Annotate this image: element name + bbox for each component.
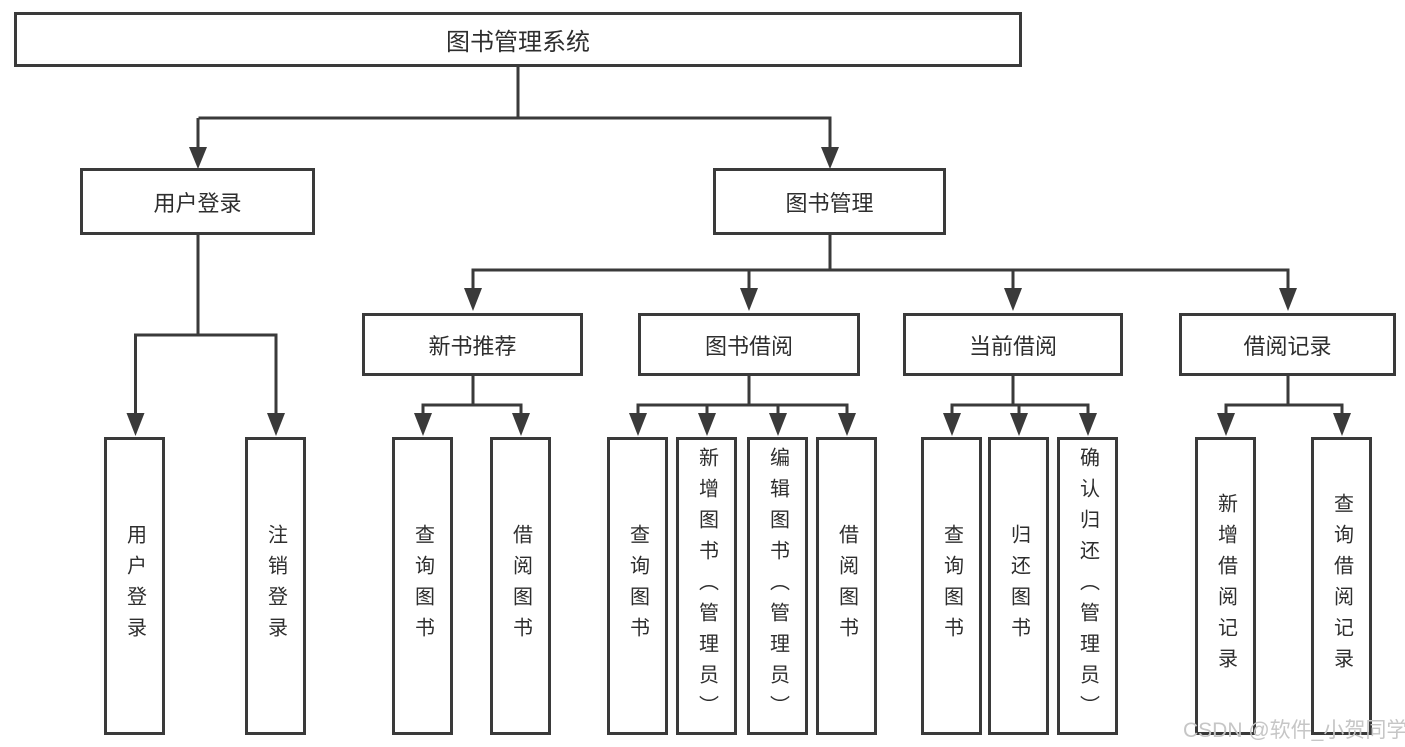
leaf-add-borrow-record: 新增借阅记录 bbox=[1195, 437, 1256, 735]
node-book-management: 图书管理 bbox=[713, 168, 946, 235]
node-book-management-label: 图书管理 bbox=[785, 190, 874, 216]
node-user-login: 用户登录 bbox=[80, 168, 315, 235]
leaf-user-login-label: 用户登录 bbox=[123, 524, 146, 648]
leaf-borrow-search-books: 查询图书 bbox=[607, 437, 668, 735]
node-new-book-recommend-label: 新书推荐 bbox=[428, 333, 517, 359]
node-new-book-recommend: 新书推荐 bbox=[362, 313, 583, 376]
leaf-borrow-borrow-books: 借阅图书 bbox=[816, 437, 877, 735]
leaf-current-search-books: 查询图书 bbox=[921, 437, 982, 735]
leaf-add-book-admin-label: 新增图书（管理员） bbox=[695, 446, 718, 726]
leaf-edit-book-admin: 编辑图书（管理员） bbox=[747, 437, 808, 735]
leaf-confirm-return-admin-label: 确认归还（管理员） bbox=[1076, 446, 1099, 726]
node-user-login-label: 用户登录 bbox=[153, 190, 242, 216]
node-current-borrow-label: 当前借阅 bbox=[968, 333, 1057, 359]
leaf-recommend-search-books: 查询图书 bbox=[392, 437, 453, 735]
leaf-logout-label: 注销登录 bbox=[264, 524, 287, 648]
leaf-add-borrow-record-label: 新增借阅记录 bbox=[1214, 493, 1237, 679]
leaf-recommend-borrow-books-label: 借阅图书 bbox=[509, 524, 532, 648]
leaf-add-book-admin: 新增图书（管理员） bbox=[676, 437, 737, 735]
node-book-borrow: 图书借阅 bbox=[638, 313, 860, 376]
leaf-logout: 注销登录 bbox=[245, 437, 306, 735]
node-current-borrow: 当前借阅 bbox=[903, 313, 1123, 376]
leaf-edit-book-admin-label: 编辑图书（管理员） bbox=[766, 446, 789, 726]
leaf-search-borrow-record-label: 查询借阅记录 bbox=[1330, 493, 1353, 679]
node-borrow-records-label: 借阅记录 bbox=[1243, 333, 1332, 359]
leaf-search-borrow-record: 查询借阅记录 bbox=[1311, 437, 1372, 735]
node-book-borrow-label: 图书借阅 bbox=[704, 333, 793, 359]
node-library-system: 图书管理系统 bbox=[14, 12, 1022, 67]
watermark: CSDN @软件_小贺同学 bbox=[1183, 719, 1405, 742]
node-borrow-records: 借阅记录 bbox=[1179, 313, 1396, 376]
leaf-return-books: 归还图书 bbox=[988, 437, 1049, 735]
leaf-borrow-search-books-label: 查询图书 bbox=[626, 524, 649, 648]
leaf-return-books-label: 归还图书 bbox=[1007, 524, 1030, 648]
leaf-user-login: 用户登录 bbox=[104, 437, 165, 735]
leaf-recommend-search-books-label: 查询图书 bbox=[411, 524, 434, 648]
leaf-borrow-borrow-books-label: 借阅图书 bbox=[835, 524, 858, 648]
leaf-recommend-borrow-books: 借阅图书 bbox=[490, 437, 551, 735]
leaf-current-search-books-label: 查询图书 bbox=[940, 524, 963, 648]
node-library-system-label: 图书管理系统 bbox=[446, 29, 590, 56]
leaf-confirm-return-admin: 确认归还（管理员） bbox=[1057, 437, 1118, 735]
